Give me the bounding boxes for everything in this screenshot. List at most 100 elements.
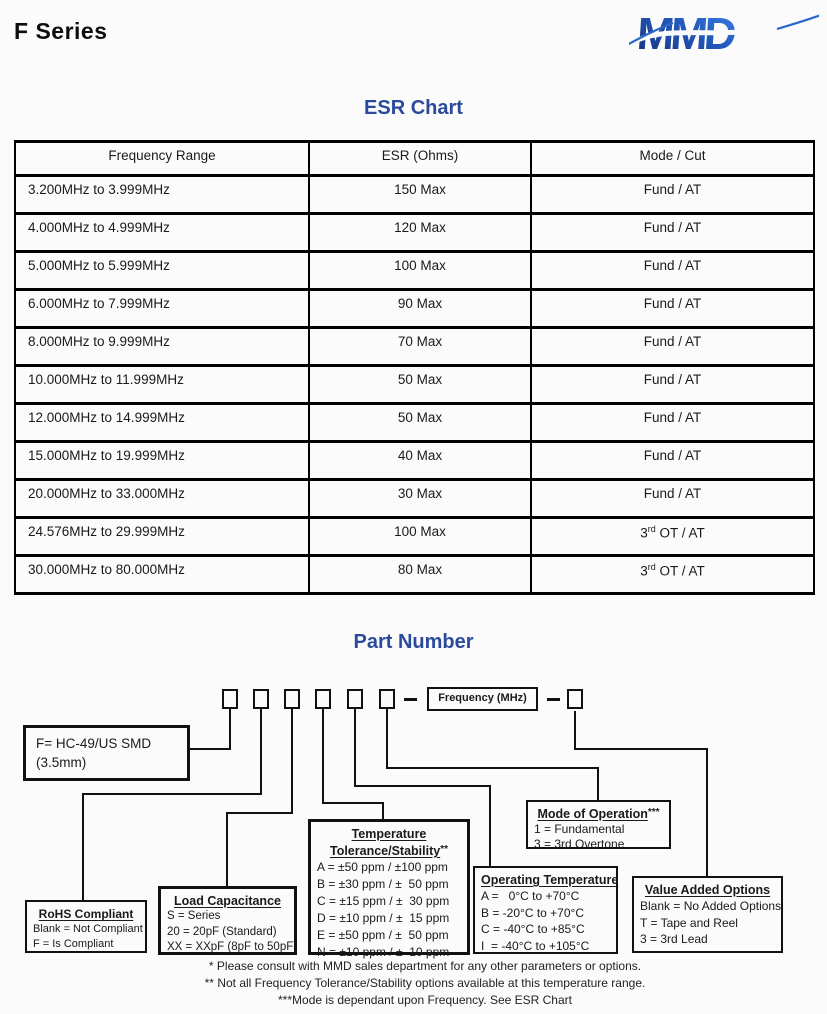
entry-line: 3 = 3rd Lead [640, 932, 708, 946]
temp-title-line2: Tolerance/Stability** [329, 844, 448, 858]
esr-cell: 100 Max [308, 516, 532, 557]
digit-box-6 [379, 689, 395, 709]
entry-line: S = Series [167, 910, 221, 922]
suffix-box [567, 689, 583, 709]
connector [291, 709, 293, 814]
mode-cut-cell: 3rd OT / AT [530, 554, 815, 595]
page-title: F Series [14, 18, 108, 44]
mode-cut-cell: Fund / AT [530, 478, 815, 519]
digit-box-2 [253, 689, 269, 709]
esr-chart-title: ESR Chart [364, 97, 463, 119]
frequency-range-cell: 12.000MHz to 14.999MHz [14, 402, 310, 443]
entry-line: T = Tape and Reel [640, 915, 738, 930]
mode-cut-cell: Fund / AT [530, 326, 815, 367]
esr-cell: 70 Max [308, 326, 532, 367]
mode-cut-cell: Fund / AT [530, 212, 815, 253]
connector [354, 709, 356, 787]
mode-cut-cell: Fund / AT [530, 250, 815, 291]
entry-line: C = -40°C to +85°C [481, 922, 585, 936]
mode-title: Mode of Operation*** [537, 807, 660, 821]
part-number-title: Part Number [353, 631, 474, 653]
entry-line: D = ±10 ppm / ± 15 ppm [317, 911, 450, 925]
connector [322, 709, 324, 804]
frequency-range-cell: 8.000MHz to 9.999MHz [14, 326, 310, 367]
esr-cell: 100 Max [308, 250, 532, 291]
connector [597, 767, 599, 801]
mode-cut-cell: Fund / AT [530, 288, 815, 329]
dash-separator-1 [404, 698, 417, 701]
value-added-options-box: Value Added Options Blank = No Added Opt… [632, 876, 783, 953]
entry-line: ***Mode is dependant upon Frequency. See… [278, 993, 572, 1007]
esr-cell: 150 Max [308, 174, 532, 215]
entry-line: I = -40°C to +105°C [481, 938, 590, 953]
column-header: ESR (Ohms) [308, 140, 532, 177]
connector [489, 785, 491, 867]
entry-line: 20 = 20pF (Standard) [167, 925, 277, 938]
column-header: Frequency Range [14, 140, 310, 177]
entry-line: B = -20°C to +70°C [481, 905, 584, 920]
frequency-range-cell: 4.000MHz to 4.999MHz [14, 212, 310, 253]
optemp-title: Operating Temperature [481, 873, 619, 887]
entry-line: C = ±15 ppm / ± 30 ppm [317, 894, 450, 908]
frequency-range-cell: 24.576MHz to 29.999MHz [14, 516, 310, 557]
connector [226, 812, 228, 886]
connector [229, 709, 231, 750]
mode-cut-cell: Fund / AT [530, 364, 815, 405]
digit-box-4 [315, 689, 331, 709]
connector [382, 802, 384, 820]
esr-cell: 40 Max [308, 440, 532, 481]
connector [82, 793, 262, 795]
column-header: Mode / Cut [530, 140, 815, 177]
esr-cell: 30 Max [308, 478, 532, 519]
connector [574, 711, 576, 750]
connector [574, 748, 708, 750]
entry-line: Blank = No Added Options [640, 899, 782, 913]
temp-title-line1: Temperature [351, 827, 427, 841]
entry-line: F = Is Compliant [33, 938, 114, 950]
entry-line: ** Not all Frequency Tolerance/Stability… [204, 976, 646, 990]
rohs-title: RoHS Compliant [38, 907, 134, 921]
frequency-range-cell: 3.200MHz to 3.999MHz [14, 174, 310, 215]
digit-box-5 [347, 689, 363, 709]
connector [386, 709, 388, 769]
frequency-range-cell: 15.000MHz to 19.999MHz [14, 440, 310, 481]
entry-line: E = ±50 ppm / ± 50 ppm [317, 928, 449, 942]
entry-line: N = ±10 ppm / ± 10 ppm [317, 945, 450, 959]
package-callout-line1: F= HC-49/US SMD [36, 736, 152, 751]
mmd-logo: MMD [625, 6, 822, 65]
entry-line: * Please consult with MMD sales departme… [208, 959, 642, 973]
footnotes: * Please consult with MMD sales departme… [20, 958, 827, 1009]
esr-cell: 80 Max [308, 554, 532, 595]
temperature-tolerance-box: Temperature Tolerance/Stability** A = ±5… [308, 819, 470, 959]
entry-line: 1 = Fundamental [534, 822, 625, 836]
vao-entries: Blank = No Added Options T = Tape and Ree… [640, 898, 782, 948]
entry-line: A = ±50 ppm / ±100 ppm [317, 860, 448, 874]
dash-separator-2 [547, 698, 560, 701]
esr-cell: 120 Max [308, 212, 532, 253]
entry-line: 3 = 3rd Overtone [534, 837, 625, 851]
mode-cut-cell: 3rd OT / AT [530, 516, 815, 557]
package-callout-line2: (3.5mm) [36, 755, 87, 770]
mode-cut-cell: Fund / AT [530, 174, 815, 215]
frequency-range-cell: 30.000MHz to 80.000MHz [14, 554, 310, 595]
